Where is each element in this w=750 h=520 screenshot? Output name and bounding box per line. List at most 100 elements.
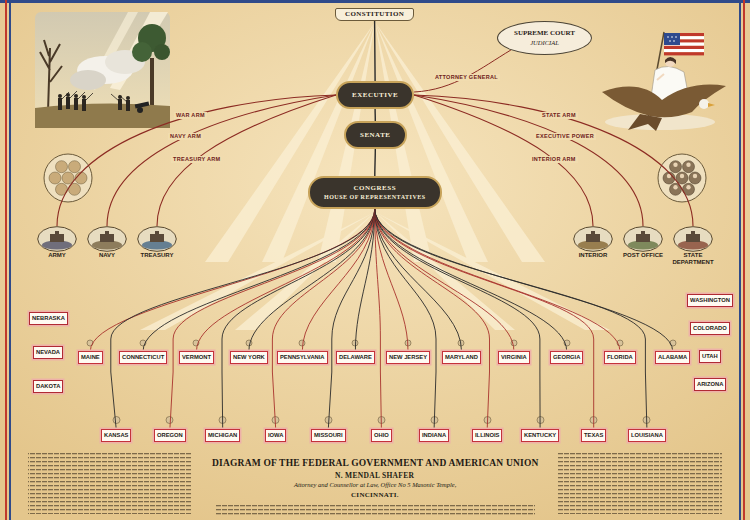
state-outline: ALABAMA bbox=[655, 351, 690, 364]
state-outline: VERMONT bbox=[179, 351, 214, 364]
connector-line bbox=[143, 209, 375, 351]
connector-line bbox=[374, 109, 376, 121]
border-stripes bbox=[743, 0, 745, 520]
portrait-cluster bbox=[673, 185, 677, 189]
maker-address: Attorney and Counsellor at Law, Office N… bbox=[294, 481, 456, 489]
battle-scene bbox=[40, 40, 62, 112]
connector-line bbox=[355, 209, 374, 351]
state-outline: VIRGINIA bbox=[498, 351, 530, 364]
vignette-picture bbox=[623, 226, 663, 252]
node-label: CONSTITUTION bbox=[345, 10, 404, 19]
portrait-cluster bbox=[680, 174, 684, 178]
seal-cluster bbox=[44, 154, 92, 202]
vignette-picture bbox=[673, 226, 713, 252]
vignette-picture bbox=[573, 226, 613, 252]
seal-cluster bbox=[49, 161, 87, 196]
portrait-cluster bbox=[689, 172, 701, 184]
border-stripes bbox=[5, 0, 7, 520]
vignette-picture bbox=[137, 226, 177, 252]
light-rays bbox=[375, 212, 610, 330]
connector-line bbox=[328, 209, 375, 429]
vignette-picture bbox=[37, 226, 77, 252]
vignette-building bbox=[636, 234, 650, 242]
connector-line bbox=[249, 209, 375, 351]
node-label: OHIO bbox=[374, 432, 389, 439]
node-label: ILLINOIS bbox=[475, 432, 499, 439]
connector-line bbox=[414, 50, 511, 92]
state-outline: KENTUCKY bbox=[521, 429, 559, 442]
connector-line bbox=[222, 209, 375, 429]
node-label: DAKOTA bbox=[36, 383, 60, 390]
vignette-building bbox=[100, 234, 114, 242]
connector-line bbox=[375, 209, 647, 429]
territory-outline: UTAH bbox=[699, 350, 721, 363]
node-label: MICHIGAN bbox=[208, 432, 237, 439]
edge-label: NAVY ARM bbox=[168, 133, 203, 140]
node-label: FLORIDA bbox=[607, 354, 633, 361]
liberty-on-eagle bbox=[667, 36, 677, 42]
edge-label: EXECUTIVE POWER bbox=[534, 133, 596, 140]
battle-scene bbox=[126, 96, 130, 100]
territory-outline: WASHINGTON bbox=[687, 294, 733, 307]
node-label: DELAWARE bbox=[339, 354, 372, 361]
court-oval: SUPREME COURTJUDICIAL bbox=[497, 21, 592, 55]
liberty-on-eagle bbox=[664, 49, 704, 52]
liberty-on-eagle bbox=[664, 46, 704, 49]
state-outline: MISSOURI bbox=[311, 429, 346, 442]
node-label: VIRGINIA bbox=[501, 354, 527, 361]
connector-line bbox=[107, 95, 336, 226]
node-label: KENTUCKY bbox=[524, 432, 556, 439]
department-vignette: TREASURY bbox=[134, 226, 180, 259]
battle-scene bbox=[132, 42, 152, 62]
state-outline: IOWA bbox=[265, 429, 286, 442]
border-stripes bbox=[9, 0, 11, 520]
fine-print-block bbox=[28, 452, 192, 514]
edge-label: INTERIOR ARM bbox=[530, 156, 578, 163]
battle-scene bbox=[82, 95, 86, 99]
battle-scene bbox=[35, 12, 170, 128]
battle-scene bbox=[74, 94, 78, 98]
connector-line bbox=[375, 209, 514, 351]
portrait-cluster bbox=[667, 163, 697, 190]
state-outline: MICHIGAN bbox=[205, 429, 240, 442]
connector-line bbox=[375, 209, 673, 351]
poster-title: DIAGRAM OF THE FEDERAL GOVERNMENT AND AM… bbox=[212, 457, 539, 469]
state-outline: DELAWARE bbox=[336, 351, 375, 364]
territory-outline: NEVADA bbox=[33, 346, 63, 359]
liberty-on-eagle bbox=[664, 52, 704, 55]
connector-line bbox=[375, 209, 594, 429]
node-label: MISSOURI bbox=[314, 432, 343, 439]
state-outline: INDIANA bbox=[419, 429, 449, 442]
node-label: INDIANA bbox=[422, 432, 446, 439]
node-label: LOUISIANA bbox=[631, 432, 663, 439]
connector-line bbox=[374, 149, 376, 176]
battle-scene bbox=[66, 93, 70, 97]
node-label: NEW JERSEY bbox=[389, 354, 427, 361]
liberty-on-eagle bbox=[657, 74, 664, 80]
liberty-on-eagle bbox=[699, 99, 709, 109]
battle-scene bbox=[35, 12, 170, 128]
liberty-on-eagle bbox=[671, 36, 673, 38]
border-stripes bbox=[0, 0, 750, 3]
vignette-picture bbox=[87, 226, 127, 252]
state-outline: PENNSYLVANIA bbox=[277, 351, 328, 364]
state-outline: CONNECTICUT bbox=[119, 351, 167, 364]
vignette-frame bbox=[88, 227, 127, 252]
connector-line bbox=[375, 209, 540, 429]
node-label: NAVY bbox=[84, 252, 130, 259]
connector-line bbox=[375, 209, 620, 351]
constitution-scroll: CONSTITUTION bbox=[335, 8, 414, 21]
node-label: NEW YORK bbox=[233, 354, 265, 361]
node-label: SENATE bbox=[360, 131, 391, 140]
node-label: WASHINGTON bbox=[690, 297, 730, 304]
edge-label: WAR ARM bbox=[174, 112, 207, 119]
portrait-cluster bbox=[670, 161, 682, 173]
state-outline: GEORGIA bbox=[550, 351, 583, 364]
connector-line bbox=[375, 209, 490, 429]
state-outline: KANSAS bbox=[101, 429, 131, 442]
liberty-on-eagle bbox=[664, 33, 680, 45]
node-label: ALABAMA bbox=[658, 354, 687, 361]
